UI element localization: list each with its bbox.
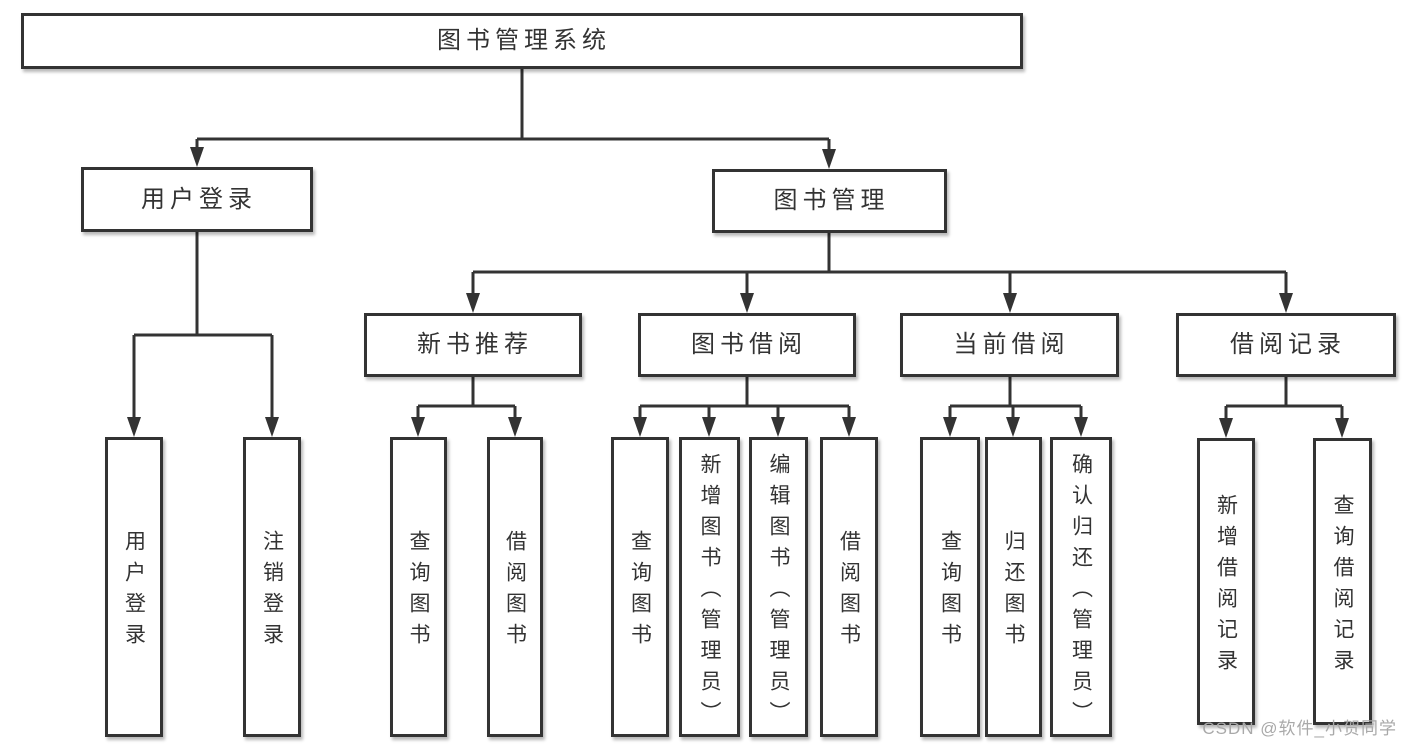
leaf-label: 注销登录	[260, 530, 284, 654]
node-label: 图书借阅	[691, 331, 807, 358]
leaf-edit-book-admin: 编辑图书（管理员）	[749, 437, 808, 737]
arrowhead	[1335, 418, 1349, 438]
connector-book-mgmt	[466, 233, 1293, 313]
node-label: 用户登录	[141, 185, 257, 213]
leaf-confirm-return-admin: 确认归还（管理员）	[1050, 437, 1112, 737]
connector-borrow-record	[1219, 377, 1349, 438]
node-current-borrow: 当前借阅	[900, 313, 1119, 377]
connector-book-borrow	[633, 377, 856, 437]
leaf-borrow-book: 借阅图书	[820, 437, 878, 737]
leaf-borrow-book-newbook: 借阅图书	[487, 437, 543, 737]
leaf-label: 查询借阅记录	[1331, 493, 1354, 680]
node-label: 借阅记录	[1230, 331, 1346, 358]
node-borrow-record: 借阅记录	[1176, 313, 1396, 377]
connector-new-book	[411, 377, 522, 437]
leaf-label: 查询图书	[407, 530, 430, 654]
leaf-label: 借阅图书	[837, 530, 861, 654]
arrowhead	[633, 417, 647, 437]
node-label: 图书管理	[773, 187, 890, 214]
arrowhead	[411, 417, 425, 437]
arrowhead	[466, 293, 480, 313]
leaf-query-book-current: 查询图书	[920, 437, 980, 737]
arrowhead	[265, 417, 279, 437]
arrowhead	[127, 417, 141, 437]
arrowhead	[190, 147, 204, 167]
node-user-login: 用户登录	[81, 167, 313, 232]
connector-user-login	[127, 232, 279, 437]
arrowhead	[822, 149, 836, 169]
node-label: 新书推荐	[417, 331, 533, 358]
leaf-add-book-admin: 新增图书（管理员）	[679, 437, 740, 737]
leaf-label: 借阅图书	[503, 530, 527, 654]
arrowhead	[508, 417, 522, 437]
node-book-borrow: 图书借阅	[638, 313, 856, 377]
leaf-label: 用户登录	[122, 530, 146, 654]
leaf-label: 查询图书	[628, 530, 652, 654]
arrowhead	[1074, 417, 1088, 437]
leaf-label: 新增借阅记录	[1214, 493, 1238, 680]
node-book-mgmt: 图书管理	[712, 169, 947, 233]
arrowhead	[1279, 293, 1293, 313]
leaf-label: 查询图书	[938, 530, 962, 654]
arrowhead	[702, 417, 716, 437]
leaf-query-borrow-record: 查询借阅记录	[1313, 438, 1372, 725]
connector-root	[190, 69, 836, 169]
leaf-return-book: 归还图书	[985, 437, 1042, 737]
arrowhead	[842, 417, 856, 437]
leaf-query-book-borrow: 查询图书	[611, 437, 669, 737]
connector-current-borrow	[943, 377, 1088, 437]
arrowhead	[1006, 417, 1020, 437]
arrowhead	[1219, 418, 1233, 438]
leaf-label: 确认归还（管理员）	[1069, 452, 1093, 732]
arrowhead	[771, 417, 785, 437]
leaf-logout-login: 注销登录	[243, 437, 301, 737]
leaf-label: 新增图书（管理员）	[698, 452, 721, 732]
leaf-query-book-newbook: 查询图书	[390, 437, 447, 737]
arrowhead	[740, 293, 754, 313]
node-root: 图书管理系统	[21, 13, 1023, 69]
node-new-book-recommend: 新书推荐	[364, 313, 582, 377]
node-label: 当前借阅	[953, 331, 1070, 358]
arrowhead	[1003, 293, 1017, 313]
leaf-label: 编辑图书（管理员）	[767, 452, 790, 732]
node-label: 图书管理系统	[437, 27, 611, 54]
arrowhead	[943, 417, 957, 437]
watermark-text: CSDN @软件_小贺同学	[1202, 719, 1397, 738]
leaf-label: 归还图书	[1002, 530, 1025, 654]
leaf-user-login: 用户登录	[105, 437, 163, 737]
leaf-add-borrow-record: 新增借阅记录	[1197, 438, 1255, 725]
